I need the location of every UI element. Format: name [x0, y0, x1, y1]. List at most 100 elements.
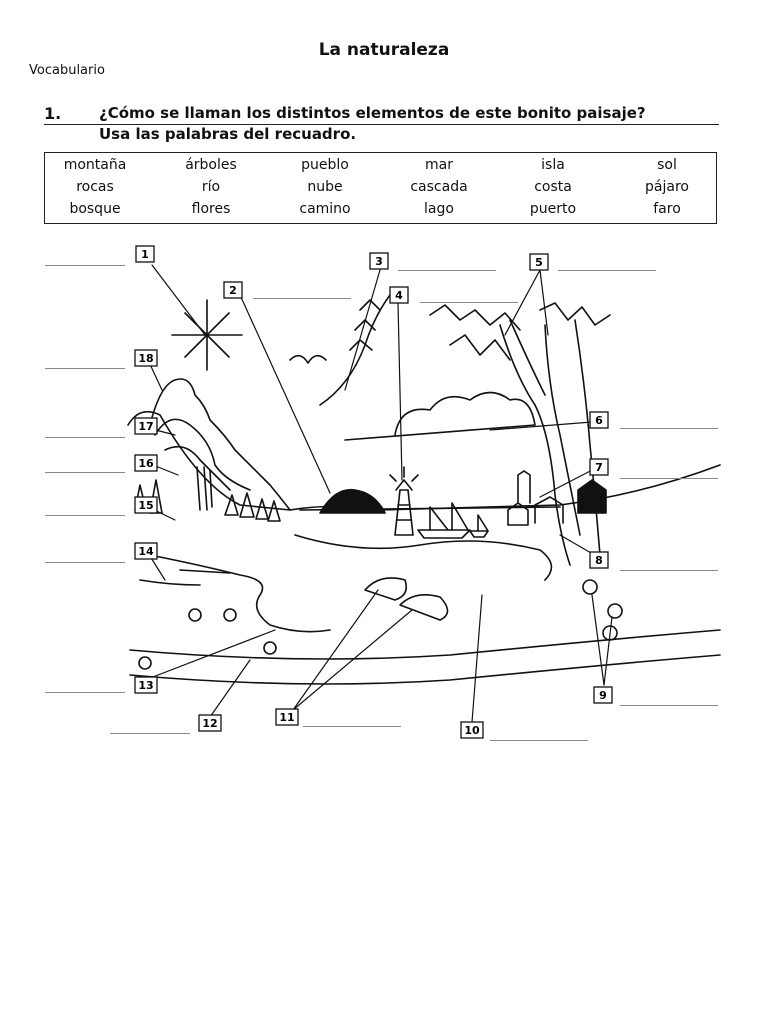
lake-outline — [294, 534, 553, 581]
answer-line-16[interactable] — [45, 472, 125, 473]
word-bank-row: bosque flores camino lago puerto faro — [45, 201, 716, 223]
word: mar — [425, 157, 453, 173]
label-box-15: 15 — [134, 496, 158, 514]
label-box-14: 14 — [134, 542, 158, 560]
cloud-icon — [344, 391, 536, 441]
landscape-illustration: 1 2 3 4 5 6 7 8 9 10 11 12 13 14 15 16 1… — [127, 245, 721, 739]
mountain-ridge — [154, 418, 251, 491]
answer-line-3[interactable] — [398, 270, 496, 271]
answer-line-14[interactable] — [45, 562, 125, 563]
answer-line-5[interactable] — [558, 270, 656, 271]
label-box-16: 16 — [134, 454, 158, 472]
word: costa — [534, 179, 572, 195]
answer-line-6[interactable] — [620, 428, 718, 429]
answer-line-1[interactable] — [45, 265, 125, 266]
trees-icon — [429, 302, 611, 566]
label-box-5: 5 — [529, 253, 549, 271]
svg-text:17: 17 — [138, 420, 153, 433]
label-box-12: 12 — [198, 714, 222, 732]
boat-icon — [417, 502, 489, 539]
label-box-11: 11 — [275, 708, 299, 726]
svg-text:15: 15 — [138, 499, 153, 512]
svg-text:2: 2 — [229, 284, 237, 297]
svg-text:11: 11 — [279, 711, 294, 724]
exercise-number: 1. — [44, 104, 62, 123]
label-box-4: 4 — [389, 286, 409, 304]
svg-text:13: 13 — [138, 679, 153, 692]
waterfall-icon — [196, 466, 213, 511]
word-bank: montaña árboles pueblo mar isla sol roca… — [44, 152, 717, 224]
word: río — [201, 179, 221, 195]
label-box-17: 17 — [134, 417, 158, 435]
answer-line-15[interactable] — [45, 515, 125, 516]
bird-icon — [289, 354, 327, 364]
answer-line-12[interactable] — [110, 733, 190, 734]
answer-line-7[interactable] — [620, 478, 718, 479]
page-subtitle: Vocabulario — [29, 63, 105, 78]
label-box-3: 3 — [369, 252, 389, 270]
rock-icon — [399, 594, 449, 621]
river-outline — [149, 554, 331, 633]
word: pueblo — [301, 157, 349, 173]
mountain-outline — [149, 378, 291, 511]
word: isla — [541, 157, 565, 173]
horizon-line — [127, 410, 721, 511]
village-icon — [507, 470, 607, 526]
word: flores — [191, 201, 231, 217]
label-box-10: 10 — [460, 721, 484, 739]
exercise-instruction: Usa las palabras del recuadro. — [99, 125, 357, 143]
path-outline — [129, 654, 721, 685]
answer-line-9[interactable] — [620, 705, 718, 706]
word: faro — [653, 201, 681, 217]
svg-text:3: 3 — [375, 255, 383, 268]
exercise-question: ¿Cómo se llaman los distintos elementos … — [99, 104, 646, 122]
label-box-6: 6 — [589, 411, 609, 429]
word-bank-row: rocas río nube cascada costa pájaro — [45, 179, 716, 201]
label-box-9: 9 — [593, 686, 613, 704]
rocks-river — [139, 569, 231, 586]
answer-line-11[interactable] — [303, 726, 401, 727]
word-bank-row: montaña árboles pueblo mar isla sol — [45, 157, 716, 179]
word: lago — [424, 201, 454, 217]
label-box-18: 18 — [134, 349, 158, 367]
answer-line-17[interactable] — [45, 437, 125, 438]
svg-text:14: 14 — [138, 545, 154, 558]
svg-text:9: 9 — [599, 689, 607, 702]
answer-line-13[interactable] — [45, 692, 125, 693]
answer-line-10[interactable] — [490, 740, 588, 741]
flowers-icon — [138, 579, 623, 670]
answer-line-4[interactable] — [420, 302, 518, 303]
word: montaña — [63, 157, 127, 173]
svg-text:5: 5 — [535, 256, 543, 269]
word: pájaro — [645, 179, 689, 195]
answer-line-8[interactable] — [620, 570, 718, 571]
svg-text:8: 8 — [595, 554, 603, 567]
svg-text:4: 4 — [395, 289, 403, 302]
word: sol — [657, 157, 677, 173]
word: árboles — [185, 157, 237, 173]
label-box-13: 13 — [134, 676, 158, 694]
word: camino — [299, 201, 351, 217]
label-box-7: 7 — [589, 458, 609, 476]
word: rocas — [76, 179, 114, 195]
svg-text:16: 16 — [138, 457, 154, 470]
rock-icon — [364, 577, 408, 601]
path-outline — [129, 629, 721, 660]
svg-text:18: 18 — [138, 352, 153, 365]
word: bosque — [69, 201, 121, 217]
sun-icon — [171, 299, 243, 371]
island-icon — [319, 488, 386, 514]
mountain-ridge — [164, 445, 231, 491]
svg-text:12: 12 — [202, 717, 217, 730]
word: cascada — [410, 179, 468, 195]
word: puerto — [529, 201, 577, 217]
answer-line-2[interactable] — [253, 298, 351, 299]
word: nube — [307, 179, 343, 195]
leader-lines — [144, 264, 613, 723]
svg-text:6: 6 — [595, 414, 603, 427]
tree-branch — [319, 294, 391, 406]
answer-line-18[interactable] — [45, 368, 125, 369]
svg-text:7: 7 — [595, 461, 603, 474]
exercise-rule — [44, 124, 719, 125]
label-box-2: 2 — [223, 281, 243, 299]
